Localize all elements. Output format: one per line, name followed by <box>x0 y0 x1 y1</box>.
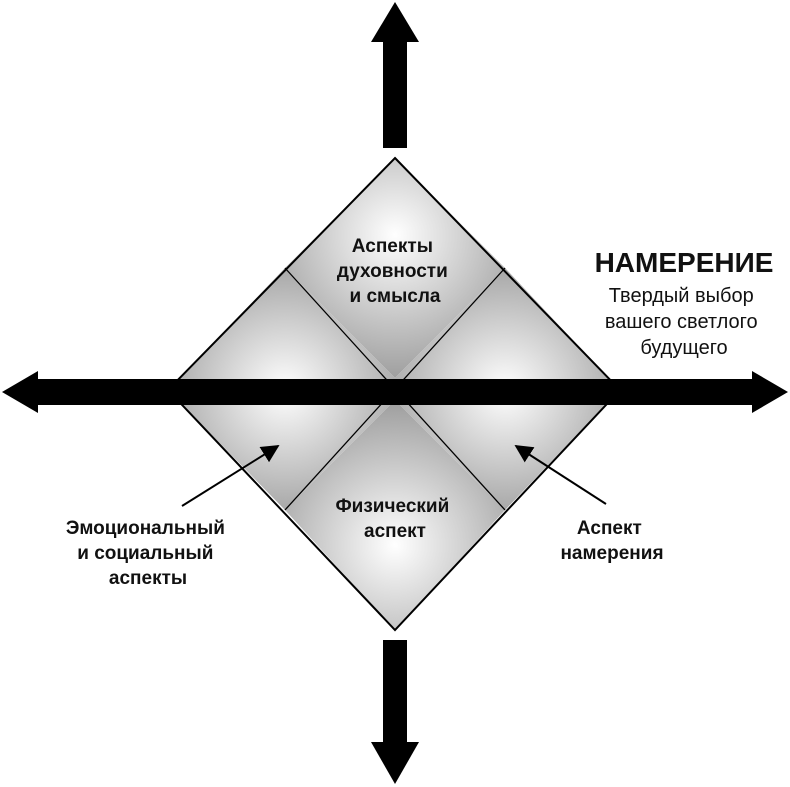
up-arrow-shaft <box>383 38 407 148</box>
diamond-outline <box>166 156 622 632</box>
intention-subtitle-line-2: вашего светлого <box>605 311 758 333</box>
top-region-line-2: духовности <box>337 261 448 282</box>
bottom-region-label: Физический аспект <box>335 496 454 542</box>
top-region-line-1: Аспекты <box>352 236 433 257</box>
bottom-region-line-2: аспект <box>364 521 426 542</box>
down-arrow-head <box>371 742 419 784</box>
right-callout-line-2: намерения <box>560 543 663 564</box>
intention-subtitle-line-1: Твердый выбор <box>609 285 754 307</box>
intention-subtitle: Твердый выбор вашего светлого будущего <box>605 285 763 359</box>
left-callout-line-3: аспекты <box>109 568 187 589</box>
horizontal-arrow-shaft <box>34 379 756 405</box>
left-callout-arrow <box>181 445 280 507</box>
right-callout-line-1: Аспект <box>577 518 642 539</box>
bottom-region-line-1: Физический <box>335 496 449 517</box>
right-callout-arrow <box>514 445 607 505</box>
up-arrow-head <box>371 2 419 42</box>
right-arrow-head <box>752 371 788 413</box>
horizontal-axis <box>2 371 788 413</box>
left-callout-line-1: Эмоциональный <box>66 518 225 539</box>
left-arrow-head <box>2 371 38 413</box>
top-region-line-3: и смысла <box>349 286 440 307</box>
region-bottom <box>285 400 505 630</box>
vertical-axis <box>371 2 419 784</box>
left-callout-line-2: и социальный <box>77 543 213 564</box>
intention-title: НАМЕРЕНИЕ <box>595 247 774 278</box>
right-callout-label: Аспект намерения <box>560 518 663 564</box>
left-callout-label: Эмоциональный и социальный аспекты <box>66 518 230 589</box>
top-region-label: Аспекты духовности и смысла <box>337 236 453 307</box>
down-arrow-shaft <box>383 640 407 746</box>
intention-subtitle-line-3: будущего <box>640 337 727 359</box>
